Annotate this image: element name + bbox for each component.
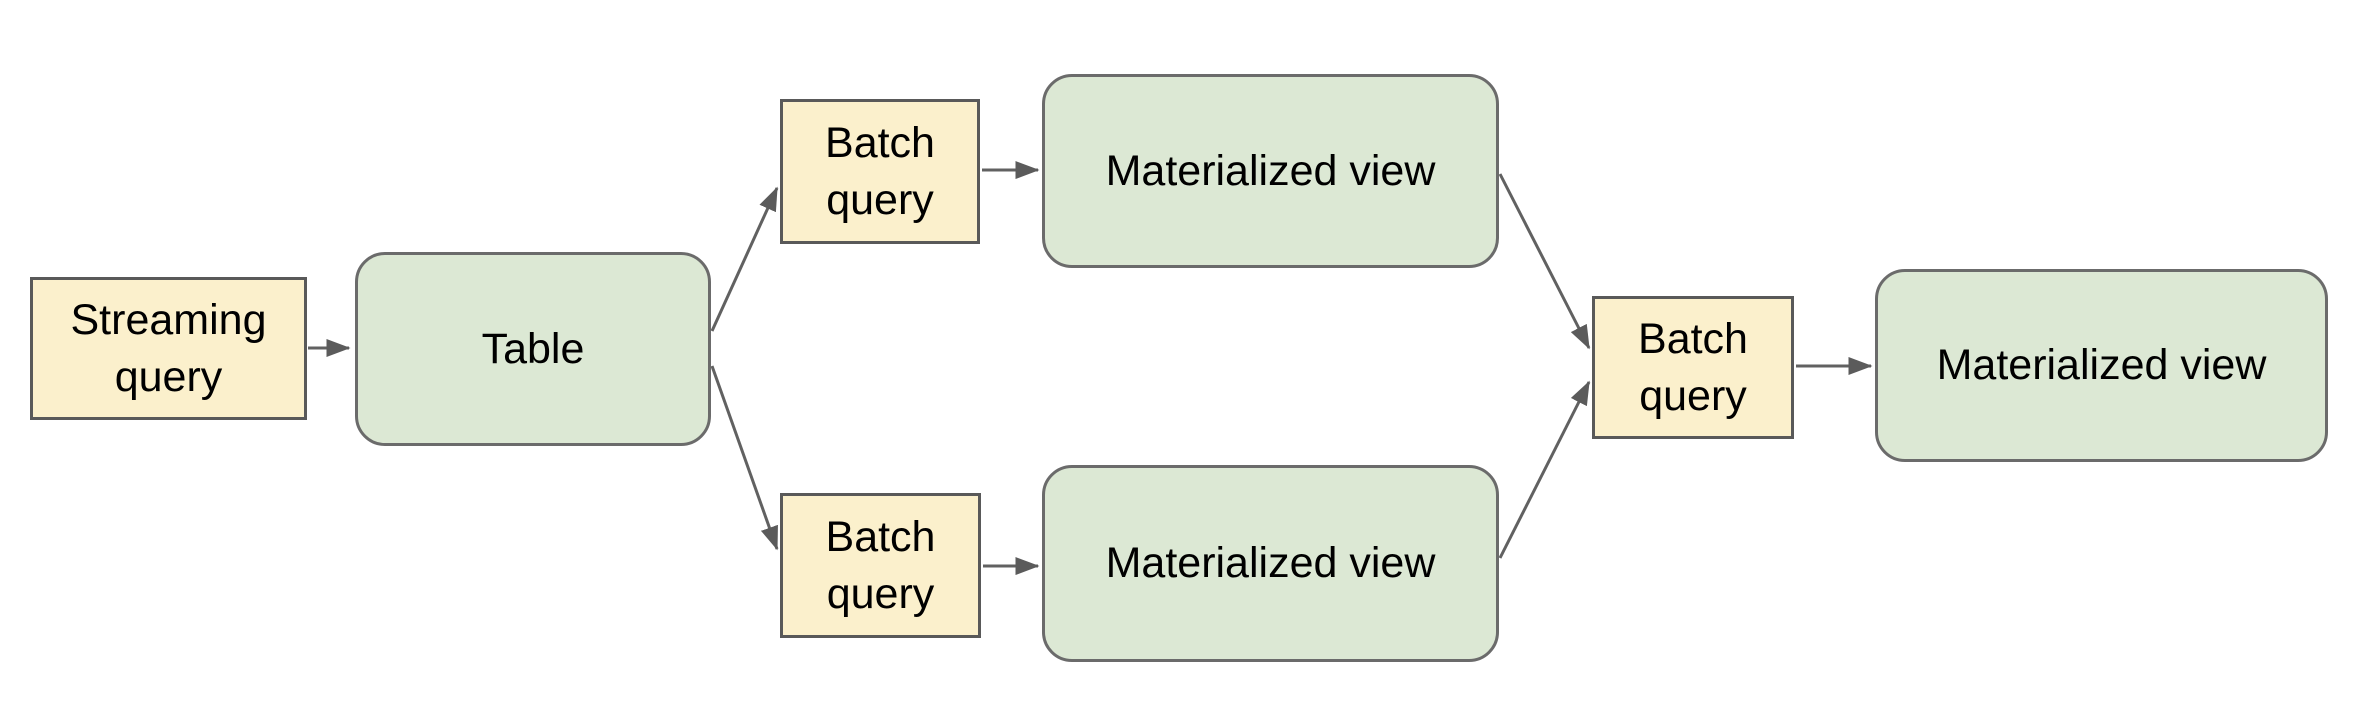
node-label: Streaming query [70,295,267,401]
node-table: Table [355,252,711,446]
node-batch-query-bottom: Batch query [780,493,981,638]
node-label: Table [481,324,585,373]
arrow-table-to-batch-query-top [710,186,779,332]
node-label: Batch query [1638,314,1748,420]
node-label: Materialized view [1105,146,1436,195]
node-streaming-query: Streaming query [30,277,307,420]
node-label: Materialized view [1105,539,1436,588]
node-label: Batch query [825,118,935,224]
node-batch-query-top: Batch query [780,99,980,244]
node-materialized-view-top: Materialized view [1042,74,1499,268]
arrow-table-to-batch-query-bottom [710,365,779,551]
node-label: Batch query [825,512,936,618]
node-batch-query-right: Batch query [1592,296,1794,439]
arrow-materialized-view-top-to-batch-query-right [1498,173,1591,350]
node-materialized-view-bottom: Materialized view [1042,465,1499,662]
node-label: Materialized view [1936,341,2267,390]
arrow-materialized-view-bottom-to-batch-query-right [1498,380,1591,559]
node-materialized-view-right: Materialized view [1875,269,2328,462]
